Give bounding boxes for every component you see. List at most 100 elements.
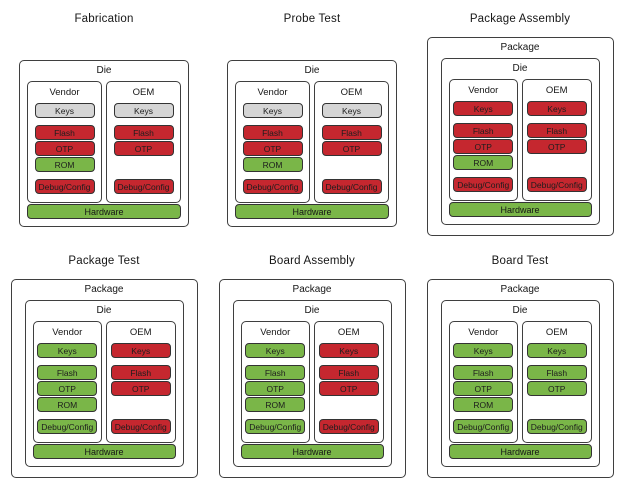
- panel-title: Board Assembly: [269, 255, 355, 267]
- vendor-label: Vendor: [257, 87, 288, 98]
- chip-debug-config: Debug/Config: [453, 419, 514, 434]
- chip-otp: OTP: [453, 381, 514, 396]
- chip-debug-config: Debug/Config: [34, 179, 95, 194]
- chip-rom: ROM: [245, 397, 306, 412]
- chip-flash: Flash: [318, 365, 379, 380]
- chip-group: Keys: [318, 343, 379, 358]
- oem-label: OEM: [132, 87, 155, 98]
- chip-debug-config: Debug/Config: [110, 419, 171, 434]
- chip-otp: OTP: [37, 381, 98, 396]
- chip-group: Keys: [245, 343, 306, 358]
- chip-keys: Keys: [37, 343, 98, 358]
- chip-keys: Keys: [242, 103, 303, 118]
- die-label: Die: [512, 305, 528, 316]
- chip-keys: Keys: [318, 343, 379, 358]
- chip-group: Debug/Config: [526, 419, 587, 434]
- hardware-bar: Hardware: [235, 204, 389, 219]
- die-label: Die: [96, 65, 112, 76]
- chip-flash: Flash: [113, 125, 174, 140]
- package-label: Package: [500, 284, 540, 295]
- panel-title: Fabrication: [74, 13, 134, 25]
- chip-debug-config: Debug/Config: [526, 177, 587, 192]
- chip-otp: OTP: [526, 381, 587, 396]
- chip-rom: ROM: [37, 397, 98, 412]
- chip-otp: OTP: [526, 139, 587, 154]
- chip-keys: Keys: [321, 103, 382, 118]
- oem-label: OEM: [337, 327, 360, 338]
- vendor-label: Vendor: [468, 327, 499, 338]
- die-label: Die: [304, 65, 320, 76]
- hardware-bar: Hardware: [448, 444, 592, 459]
- chip-group: Keys: [321, 103, 382, 118]
- chip-otp: OTP: [110, 381, 171, 396]
- chip-group: Keys: [453, 343, 514, 358]
- package-label: Package: [292, 284, 332, 295]
- chip-group: Keys: [113, 103, 174, 118]
- chip-keys: Keys: [526, 101, 587, 116]
- oem-label: OEM: [545, 85, 568, 96]
- chip-flash: Flash: [526, 365, 587, 380]
- chip-flash: Flash: [321, 125, 382, 140]
- package-label: Package: [84, 284, 124, 295]
- chip-otp: OTP: [453, 139, 514, 154]
- chip-group: Keys: [37, 343, 98, 358]
- chip-debug-config: Debug/Config: [321, 179, 382, 194]
- chip-debug-config: Debug/Config: [245, 419, 306, 434]
- vendor-label: Vendor: [260, 327, 291, 338]
- chip-debug-config: Debug/Config: [318, 419, 379, 434]
- vendor-label: Vendor: [49, 87, 80, 98]
- chip-flash: Flash: [453, 123, 514, 138]
- chip-flash: Flash: [37, 365, 98, 380]
- oem-label: OEM: [545, 327, 568, 338]
- chip-flash: Flash: [453, 365, 514, 380]
- chip-rom: ROM: [453, 397, 514, 412]
- vendor-label: Vendor: [468, 85, 499, 96]
- chip-rom: ROM: [242, 157, 303, 172]
- chip-keys: Keys: [113, 103, 174, 118]
- chip-debug-config: Debug/Config: [526, 419, 587, 434]
- chip-otp: OTP: [318, 381, 379, 396]
- chip-keys: Keys: [110, 343, 171, 358]
- chip-group: Debug/Config: [526, 177, 587, 192]
- chip-group: Debug/Config: [245, 419, 306, 434]
- die-label: Die: [304, 305, 320, 316]
- chip-group: Debug/Config: [110, 419, 171, 434]
- oem-label: OEM: [129, 327, 152, 338]
- chip-flash: Flash: [110, 365, 171, 380]
- chip-otp: OTP: [34, 141, 95, 156]
- chip-group: Debug/Config: [113, 179, 174, 194]
- chip-keys: Keys: [526, 343, 587, 358]
- panel-title: Probe Test: [283, 13, 341, 25]
- chip-flash: Flash: [34, 125, 95, 140]
